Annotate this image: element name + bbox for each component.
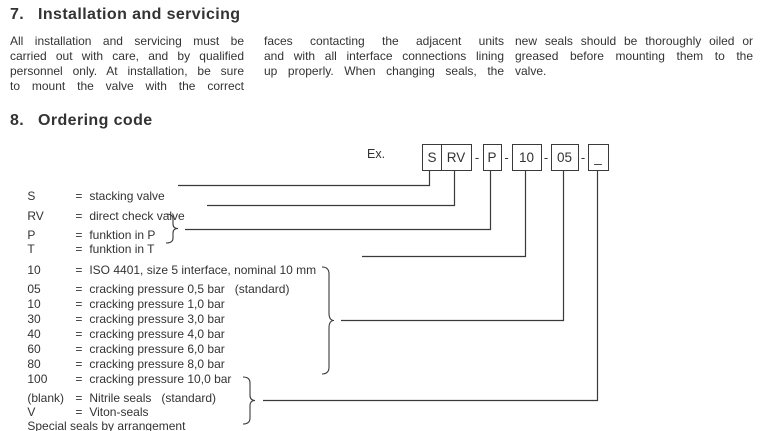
code-box-label: S [427,150,437,165]
paragraph-line: to mount the valve with the correct [10,79,244,93]
row-note: Special seals by arrangement [27,419,186,431]
row-code: 30 [27,312,41,326]
row-description: cracking pressure 10,0 bar [89,372,232,386]
row-cracking-30: 30 = cracking pressure 3,0 bar [14,298,225,340]
equals-sign: = [75,209,83,223]
example-label: Ex. [367,147,386,161]
paragraph-line: and with all interface connections linin… [264,49,504,63]
section-7-heading: 7. Installation and servicing [10,6,240,24]
section-8-title: Ordering code [38,112,153,129]
row-cracking-60: 60 = cracking pressure 6,0 bar [14,328,225,370]
row-viton-seals: V = Viton-seals [14,391,149,431]
equals-sign: = [75,297,83,311]
section-7-title: Installation and servicing [38,6,241,23]
equals-sign: = [75,391,83,405]
row-description: Nitrile seals (standard) [89,391,217,405]
row-cracking-80: 80 = cracking pressure 8,0 bar [14,343,225,385]
paragraph-line: All installation and servicing must be [10,34,244,48]
code-box-blank: _ [587,144,609,171]
paragraph-line: personnel only. At installation, be sure [10,64,244,78]
row-code: 05 [27,282,41,296]
row-description: stacking valve [89,189,165,203]
code-box-label: 10 [518,150,535,165]
row-stacking-valve: S = stacking valve [14,175,165,217]
equals-sign: = [75,228,83,242]
brace-seals [242,376,256,425]
row-code: P [27,228,36,242]
code-box-05: 05 [550,144,579,171]
equals-sign: = [75,189,83,203]
section-8-heading: 8. Ordering code [10,112,153,130]
equals-sign: = [75,405,83,419]
equals-sign: = [75,372,83,386]
row-description: cracking pressure 8,0 bar [89,357,225,371]
code-box-label: _ [594,150,602,165]
connector-stacking-valve [178,170,431,187]
code-box-10: 10 [511,144,542,171]
row-code: 10 [27,297,41,311]
row-funktion-t: T = funktion in T [14,228,155,270]
row-code: 80 [27,357,41,371]
code-separator: - [543,150,549,165]
section-7-column-3: new seals should be thoroughly oiled or … [515,34,753,79]
paragraph-line: greased before mounting them to the [515,49,753,63]
code-box-s: S [422,144,442,171]
row-description: funktion in T [89,242,155,256]
row-code: V [27,405,36,419]
paragraph-line: faces contacting the adjacent units [264,34,504,48]
row-special-seals: Special seals by arrangement [14,405,185,431]
row-code: 40 [27,327,41,341]
row-description: funktion in P [89,228,156,242]
row-description: cracking pressure 6,0 bar [89,342,225,356]
code-box-label: 05 [556,150,573,165]
equals-sign: = [75,327,83,341]
paragraph-line: new seals should be thoroughly oiled or [515,34,753,48]
connector-cracking [341,170,565,322]
section-8-number: 8. [10,112,25,129]
code-box-p: P [482,144,502,171]
row-code: T [27,242,35,256]
row-direct-check-valve: RV=direct check valve [14,195,184,237]
row-cracking-100: 100 = cracking pressure 10,0 bar [14,358,231,400]
section-7-column-2: faces contacting the adjacent units and … [264,34,504,79]
connector-direct-check [207,170,456,207]
connector-funktion [185,170,492,231]
row-code: RV [27,209,44,223]
equals-sign: = [75,312,83,326]
row-code: 100 [27,372,48,386]
paragraph-line: valve. [515,64,547,78]
row-code: 10 [27,263,41,277]
row-cracking-40: 40 = cracking pressure 4,0 bar [14,313,225,355]
section-7-number: 7. [10,6,25,23]
equals-sign: = [75,242,83,256]
equals-sign: = [75,282,83,296]
code-separator: - [580,150,586,165]
row-description: cracking pressure 3,0 bar [89,312,225,326]
row-nitrile-seals: (blank) = Nitrile seals (standard) [14,377,216,419]
row-code: 60 [27,342,41,356]
code-box-rv: RV [440,144,472,171]
connector-iso-interface [362,170,527,258]
equals-sign: = [75,342,83,356]
code-separator: - [504,150,509,165]
section-7-column-1: All installation and servicing must be c… [10,34,244,94]
code-box-label: RV [446,150,466,165]
paragraph-line: up properly. When changing seals, the [264,64,504,78]
brace-cracking [321,266,335,375]
code-box-label: P [487,150,497,165]
row-description: cracking pressure 1,0 bar [89,297,225,311]
row-description: cracking pressure 4,0 bar [89,327,225,341]
row-code: S [27,189,36,203]
row-description: Viton-seals [89,405,149,419]
equals-sign: = [75,263,83,277]
row-code: (blank) [27,391,65,405]
equals-sign: = [75,357,83,371]
row-cracking-10: 10 = cracking pressure 1,0 bar [14,283,225,325]
code-separator: - [474,150,480,165]
paragraph-line: carried out with care, and by qualified [10,49,244,63]
ordering-code-boxes: S RV - P - 10 - 05 - _ [422,144,609,171]
row-funktion-p: P = funktion in P [14,214,155,256]
